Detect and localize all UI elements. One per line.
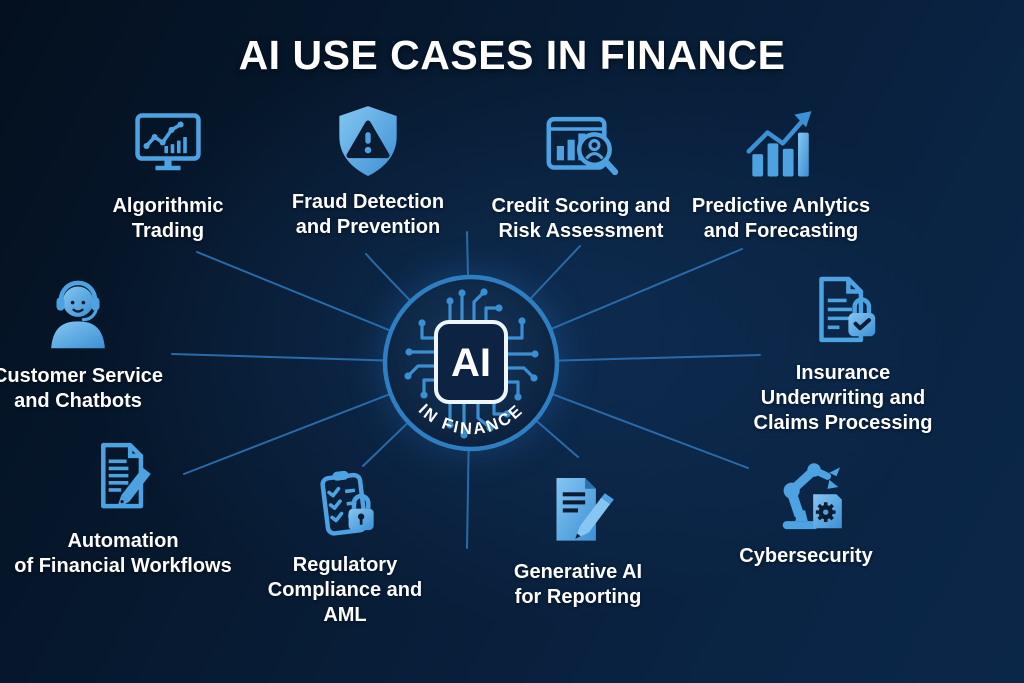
- robot-arm-icon: [782, 463, 842, 530]
- node-predictive-analytics: Predictive Anlytics and Forecasting: [661, 103, 901, 244]
- shield-alert-icon: [339, 106, 397, 177]
- node-label-line: of Financial Workflows: [14, 555, 232, 577]
- node-generative-ai: Generative AI for Reporting: [458, 469, 698, 610]
- headset-agent-icon: [51, 280, 105, 349]
- node-label-line: and Chatbots: [14, 390, 142, 412]
- ai-chip-icon: AI IN FINANCE: [382, 274, 560, 452]
- node-cybersecurity: Cybersecurity: [686, 453, 926, 569]
- node-customer-service: Customer Service and Chatbots: [0, 273, 198, 414]
- hub-chip-label: AI: [451, 341, 491, 385]
- central-hub: AI IN FINANCE: [376, 268, 566, 458]
- node-algorithmic-trading: Algorithmic Trading: [48, 103, 288, 244]
- node-label-line: Algorithmic: [112, 195, 224, 217]
- page-title: AI USE CASES IN FINANCE: [238, 32, 786, 78]
- node-label-line: Claims Processing: [753, 412, 933, 434]
- document-pencil-icon: [556, 477, 614, 541]
- growth-chart-icon: [746, 111, 812, 177]
- node-automation-workflows: Automation of Financial Workflows: [3, 438, 243, 579]
- node-label-line: Fraud Detection: [291, 191, 445, 213]
- node-label-line: Risk Assessment: [498, 220, 664, 242]
- node-label-line: Cybersecurity: [739, 545, 873, 567]
- node-label-line: Customer Service: [0, 365, 164, 387]
- monitor-chart-icon: [135, 113, 201, 171]
- node-regulatory-compliance: Regulatory Compliance and AML: [225, 462, 465, 628]
- node-label-line: Compliance and: [267, 579, 423, 601]
- node-label-line: Generative AI: [513, 561, 643, 583]
- node-label-line: Trading: [131, 220, 205, 242]
- node-label-line: for Reporting: [514, 586, 642, 608]
- node-label-line: and Forecasting: [703, 220, 859, 242]
- node-label-line: Insurance: [795, 362, 891, 384]
- node-label-line: and Prevention: [295, 216, 441, 238]
- node-fraud-detection: Fraud Detection and Prevention: [248, 99, 488, 240]
- node-label-line: Predictive Anlytics: [691, 195, 871, 217]
- node-label-line: AML: [323, 604, 367, 626]
- node-label-line: Regulatory: [292, 554, 398, 576]
- node-label-line: Automation: [67, 530, 179, 552]
- node-credit-scoring: Credit Scoring and Risk Assessment: [461, 103, 701, 244]
- document-pen-icon: [101, 442, 151, 509]
- document-lock-icon: [819, 276, 876, 343]
- chart-magnifier-icon: [546, 116, 619, 176]
- clipboard-lock-icon: [320, 470, 374, 536]
- node-label-line: Underwriting and: [760, 387, 926, 409]
- node-insurance-underwriting: Insurance Underwriting and Claims Proces…: [723, 270, 963, 436]
- node-label-line: Credit Scoring and: [491, 195, 671, 217]
